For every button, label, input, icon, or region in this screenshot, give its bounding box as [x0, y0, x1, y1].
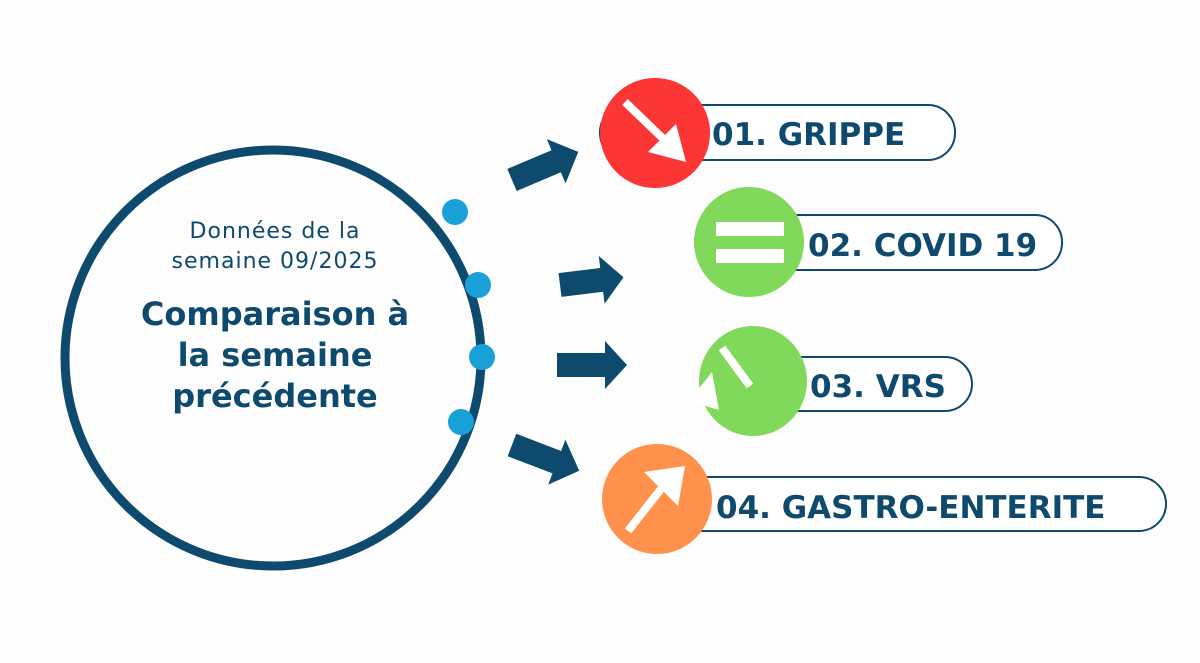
item-label: 04. GASTRO-ENTERITE	[716, 490, 1105, 526]
arrow-down-right-icon	[689, 345, 754, 410]
arrow-up-right-icon	[624, 466, 685, 534]
item-grippe: 01. GRIPPE	[599, 78, 956, 188]
item-covid: 02. COVID 19	[694, 187, 1063, 297]
subtitle-line-2: semaine 09/2025	[172, 249, 379, 274]
arrow-down-right-icon	[622, 99, 686, 162]
item-gastro-enterite: 04. GASTRO-ENTERITE	[602, 444, 1167, 554]
item-vrs: 03. VRS	[689, 326, 973, 436]
title-line-1: Comparaison à	[141, 295, 409, 333]
item-label: 03. VRS	[810, 369, 946, 405]
arrow-icon	[507, 433, 580, 485]
subtitle-line-1: Données de la	[190, 219, 361, 244]
arrow-icon	[507, 139, 579, 192]
arrow-icon	[557, 341, 627, 389]
title-line-2: la semaine	[178, 336, 373, 374]
connector-dot	[448, 409, 474, 435]
connector-dot	[469, 344, 495, 370]
trend-circle	[699, 326, 807, 436]
title-line-3: précédente	[172, 377, 377, 415]
arrow-icon	[558, 256, 624, 304]
item-label: 02. COVID 19	[808, 228, 1037, 264]
item-label: 01. GRIPPE	[712, 117, 905, 153]
trend-circle	[694, 187, 804, 297]
equals-icon	[716, 222, 784, 263]
connector-dot	[442, 199, 468, 225]
connector-dot	[465, 272, 491, 298]
